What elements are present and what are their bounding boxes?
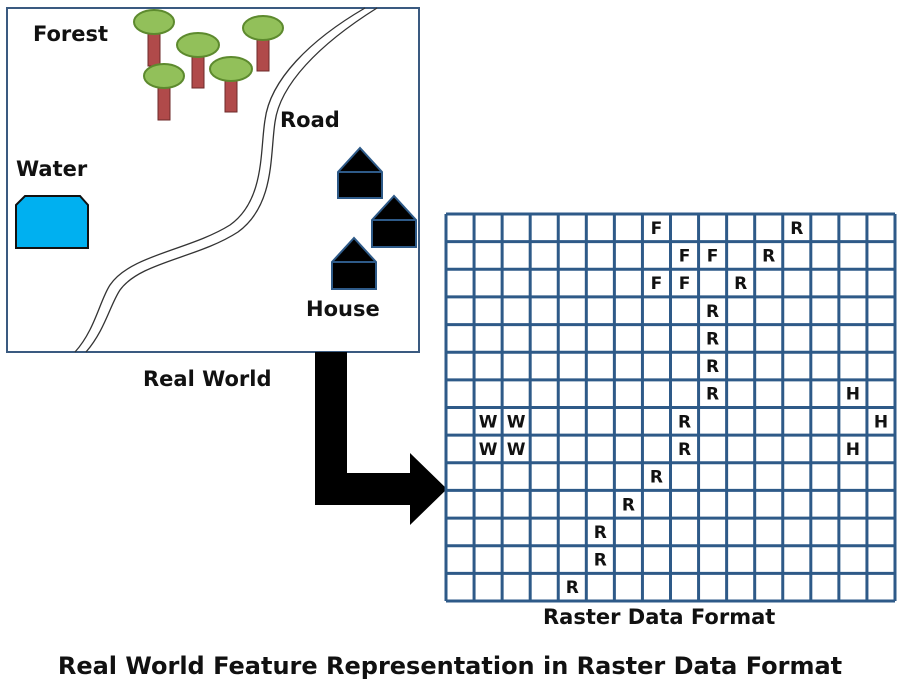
house — [371, 194, 417, 248]
grid-cell-h: H — [846, 385, 860, 405]
grid-cell-r: R — [706, 329, 719, 349]
grid-cell-r: R — [678, 440, 691, 460]
house-label: House — [306, 297, 380, 321]
grid-cell-w: W — [479, 412, 498, 432]
grid-cell-r: R — [706, 302, 719, 322]
arrow-icon — [315, 352, 447, 525]
grid-cell-r: R — [706, 385, 719, 405]
grid-cell-w: W — [479, 440, 498, 460]
road-label: Road — [280, 108, 340, 132]
grid-cell-h: H — [846, 440, 860, 460]
water-body — [15, 195, 89, 249]
tree — [133, 9, 175, 67]
grid-cell-r: R — [566, 578, 579, 598]
house — [331, 236, 377, 290]
grid-cell-h: H — [874, 412, 888, 432]
road — [74, 7, 378, 353]
grid-cell-r: R — [734, 274, 747, 294]
forest-trees — [133, 9, 284, 121]
tree — [143, 63, 185, 121]
grid-cell-r: R — [790, 219, 803, 239]
raster-caption: Raster Data Format — [543, 605, 776, 629]
grid-cell-r: R — [678, 412, 691, 432]
grid-cell-r: R — [594, 551, 607, 571]
grid-cell-f: F — [651, 274, 663, 294]
figure-title: Real World Feature Representation in Ras… — [57, 652, 843, 680]
tree — [209, 56, 253, 113]
grid-cell-r: R — [622, 495, 635, 515]
grid-cell-w: W — [507, 440, 526, 460]
houses — [331, 146, 417, 290]
tree — [242, 15, 284, 72]
grid-cell-f: F — [679, 274, 691, 294]
water-label: Water — [16, 157, 88, 181]
grid-cell-f: F — [707, 246, 719, 266]
grid-cell-w: W — [507, 412, 526, 432]
real-world-caption: Real World — [143, 367, 272, 391]
grid-cell-f: F — [651, 219, 663, 239]
tree — [176, 32, 220, 89]
grid-cell-r: R — [594, 523, 607, 543]
grid-cell-r: R — [762, 246, 775, 266]
grid-cell-r: R — [650, 468, 663, 488]
grid-cell-f: F — [679, 246, 691, 266]
forest-label: Forest — [33, 22, 109, 46]
grid-cell-r: R — [706, 357, 719, 377]
